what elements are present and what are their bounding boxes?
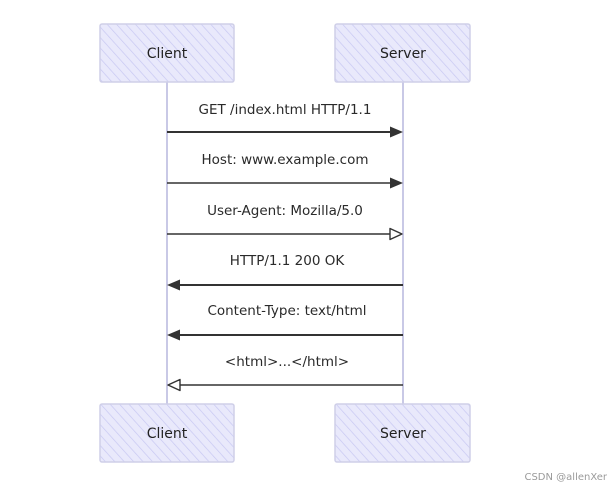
message-5: Content-Type: text/html	[167, 303, 403, 341]
message-5-label: Content-Type: text/html	[207, 303, 366, 319]
message-6-label: <html>...</html>	[225, 354, 349, 370]
actor-client-bottom-label: Client	[147, 426, 188, 442]
message-2-label: Host: www.example.com	[202, 152, 369, 168]
message-4-arrowhead	[167, 279, 180, 291]
actor-client-top-label: Client	[147, 46, 188, 62]
message-6: <html>...</html>	[167, 354, 403, 392]
actor-client-top-hatch	[99, 23, 235, 83]
actor-server-bottom-label: Server	[380, 426, 426, 442]
message-4: HTTP/1.1 200 OK	[167, 253, 403, 291]
message-6-arrowhead	[167, 378, 181, 392]
actor-client-bottom-hatch	[99, 403, 235, 463]
actor-client-bottom: Client	[99, 403, 235, 463]
message-2: Host: www.example.com	[167, 152, 403, 189]
message-1: GET /index.html HTTP/1.1	[167, 102, 403, 138]
actor-server-bottom: Server	[334, 403, 471, 463]
watermark-text: CSDN @allenXer	[524, 472, 607, 483]
message-5-arrowhead	[167, 329, 180, 341]
message-3-arrowhead	[389, 227, 403, 241]
actor-server-bottom-hatch	[334, 403, 471, 463]
message-1-arrowhead	[390, 126, 403, 138]
message-3: User-Agent: Mozilla/5.0	[167, 203, 403, 241]
message-1-label: GET /index.html HTTP/1.1	[199, 102, 372, 118]
actor-client-top: Client	[99, 23, 235, 83]
actor-server-top-label: Server	[380, 46, 426, 62]
actor-server-top: Server	[334, 23, 471, 83]
message-2-arrowhead	[390, 177, 403, 189]
actor-server-top-hatch	[334, 23, 471, 83]
message-3-label: User-Agent: Mozilla/5.0	[207, 203, 363, 219]
message-4-label: HTTP/1.1 200 OK	[230, 253, 346, 269]
